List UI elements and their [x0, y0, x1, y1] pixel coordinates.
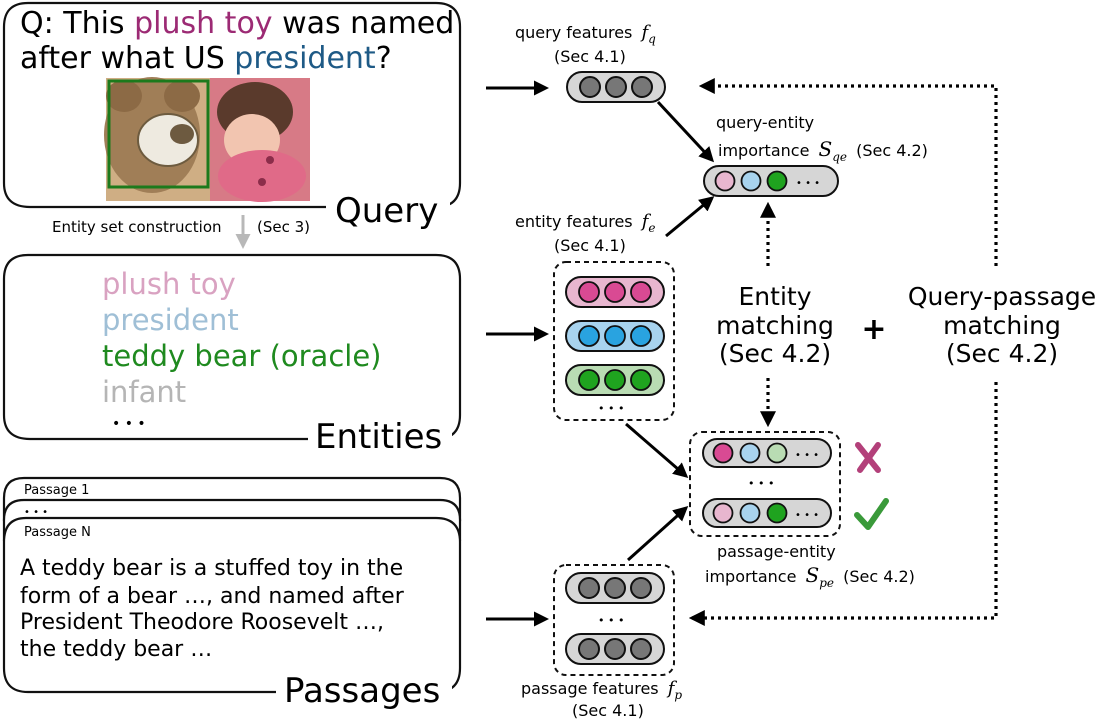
passage-line-3: President Theodore Roosevelt …, — [20, 610, 384, 635]
entity-infant: infant — [102, 375, 186, 409]
passage-feature-dot — [578, 638, 600, 660]
entity-matching: Entity matching (Sec 4.2) — [716, 282, 834, 368]
entities-ellipsis: • • • — [112, 416, 146, 432]
passage-1-label: Passage 1 — [24, 483, 89, 498]
qe-dot-president — [740, 170, 762, 192]
pe-group — [689, 431, 841, 537]
highlight-plush-toy: plush toy — [134, 6, 272, 41]
query-features-label: query features fq — [515, 22, 656, 46]
pe-row-ellipsis: • • • — [795, 450, 819, 461]
query-image — [104, 77, 310, 202]
pe-dot — [739, 442, 761, 464]
entity-matching-line-2: matching — [716, 311, 834, 340]
pe-dot — [766, 442, 788, 464]
passage-line-2: form of a bear …, and named after — [20, 584, 405, 609]
entity-features-label: entity features fe — [515, 211, 656, 235]
entity-to-qe-arrow — [665, 196, 715, 238]
entity-president: president — [102, 303, 239, 337]
pe-label-line-2: importance Spe (Sec 4.2) — [705, 563, 915, 591]
entity-teddy-bear: teddy bear (oracle) — [102, 339, 381, 373]
entity-dot — [604, 325, 626, 347]
entity-plush-toy: plush toy — [102, 267, 236, 301]
qe-dot-plush — [714, 170, 736, 192]
entities-tab-label: Entities — [315, 417, 442, 457]
question-line-1: Q: This plush toy was named — [20, 6, 454, 41]
pe-row-ellipsis: • • • — [795, 510, 819, 521]
passage-line-4: the teddy bear … — [20, 637, 212, 662]
passage-features-ellipsis: • • • — [598, 614, 624, 627]
query-feature-dot — [605, 76, 627, 98]
plus-sign: + — [861, 312, 886, 347]
qe-dot-teddy — [766, 170, 788, 192]
passage-feature-dot — [630, 577, 652, 599]
entity-dot — [578, 369, 600, 391]
entity-features-ref: (Sec 4.1) — [554, 236, 626, 255]
entity-dot — [604, 369, 626, 391]
entity-to-pe-arrow — [625, 422, 689, 478]
passage-features-label: passage features fp — [521, 678, 682, 702]
passage-feature-dot — [578, 577, 600, 599]
entity-dot — [578, 281, 600, 303]
passage-features-group — [553, 564, 675, 676]
passages-tab-label: Passages — [284, 671, 440, 711]
query-tab-label: Query — [335, 191, 438, 231]
passage-features-ref: (Sec 4.1) — [572, 701, 644, 720]
qe-label-line-1: query-entity — [716, 113, 814, 132]
entity-matching-line-3: (Sec 4.2) — [719, 339, 831, 368]
passage-n-label: Passage N — [24, 525, 91, 540]
query-feature-dot — [579, 76, 601, 98]
passage-entity-importance: • • • • • • • • • passage-entity importa… — [689, 431, 915, 591]
passage-back-ellipsis: • • • — [24, 507, 48, 518]
entity-dot — [578, 325, 600, 347]
passage-feature-dot — [604, 577, 626, 599]
pe-dot — [712, 502, 734, 524]
query-to-qe-arrow — [656, 100, 715, 163]
passage-feature-dot — [604, 638, 626, 660]
qp-matching-line-3: (Sec 4.2) — [946, 339, 1058, 368]
cross-icon — [855, 442, 881, 473]
passages-panel: Passage 1 • • • Passage N A teddy bear i… — [2, 476, 462, 711]
entity-features-ellipsis: • • • — [598, 402, 624, 415]
entity-features: entity features fe (Sec 4.1) • • • — [515, 211, 675, 421]
passage-feature-dot — [630, 638, 652, 660]
query-feature-dot — [631, 76, 653, 98]
entity-dot — [630, 325, 652, 347]
pe-dot — [712, 442, 734, 464]
query-features-ref: (Sec 4.1) — [554, 47, 626, 66]
highlight-president: president — [234, 41, 376, 76]
pe-dot — [766, 502, 788, 524]
passage-features: • • • passage features fp (Sec 4.1) — [521, 564, 682, 720]
qp-matching-to-passage-arrow — [688, 382, 998, 626]
qp-matching-line-1: Query-passage — [908, 282, 1096, 311]
entities-panel: plush toy president teddy bear (oracle) … — [2, 253, 462, 457]
query-passage-matching: Query-passage matching (Sec 4.2) — [908, 282, 1096, 368]
query-entity-importance: query-entity importance Sqe (Sec 4.2) • … — [703, 113, 928, 197]
pe-dot — [739, 502, 761, 524]
entity-dot — [630, 281, 652, 303]
question-line-2: after what US president? — [20, 41, 392, 76]
entity-dot — [630, 369, 652, 391]
qe-label-line-2: importance Sqe (Sec 4.2) — [718, 137, 928, 165]
query-panel: Q: This plush toy was named after what U… — [2, 1, 462, 231]
entity-set-step-label: Entity set construction — [52, 218, 222, 236]
entity-features-group — [553, 261, 675, 421]
passage-line-1: A teddy bear is a stuffed toy in the — [20, 556, 403, 581]
entity-set-step-ref: (Sec 3) — [257, 218, 310, 236]
query-features: query features fq (Sec 4.1) — [515, 22, 666, 103]
check-icon — [854, 498, 889, 530]
passage-to-pe-arrow — [626, 505, 689, 562]
entity-matching-line-1: Entity — [739, 282, 812, 311]
pe-label-line-1: passage-entity — [717, 542, 836, 561]
qe-ellipsis: • • • — [796, 178, 820, 189]
qp-matching-line-2: matching — [943, 311, 1061, 340]
entity-dot — [604, 281, 626, 303]
pe-ellipsis: • • • — [748, 477, 774, 490]
